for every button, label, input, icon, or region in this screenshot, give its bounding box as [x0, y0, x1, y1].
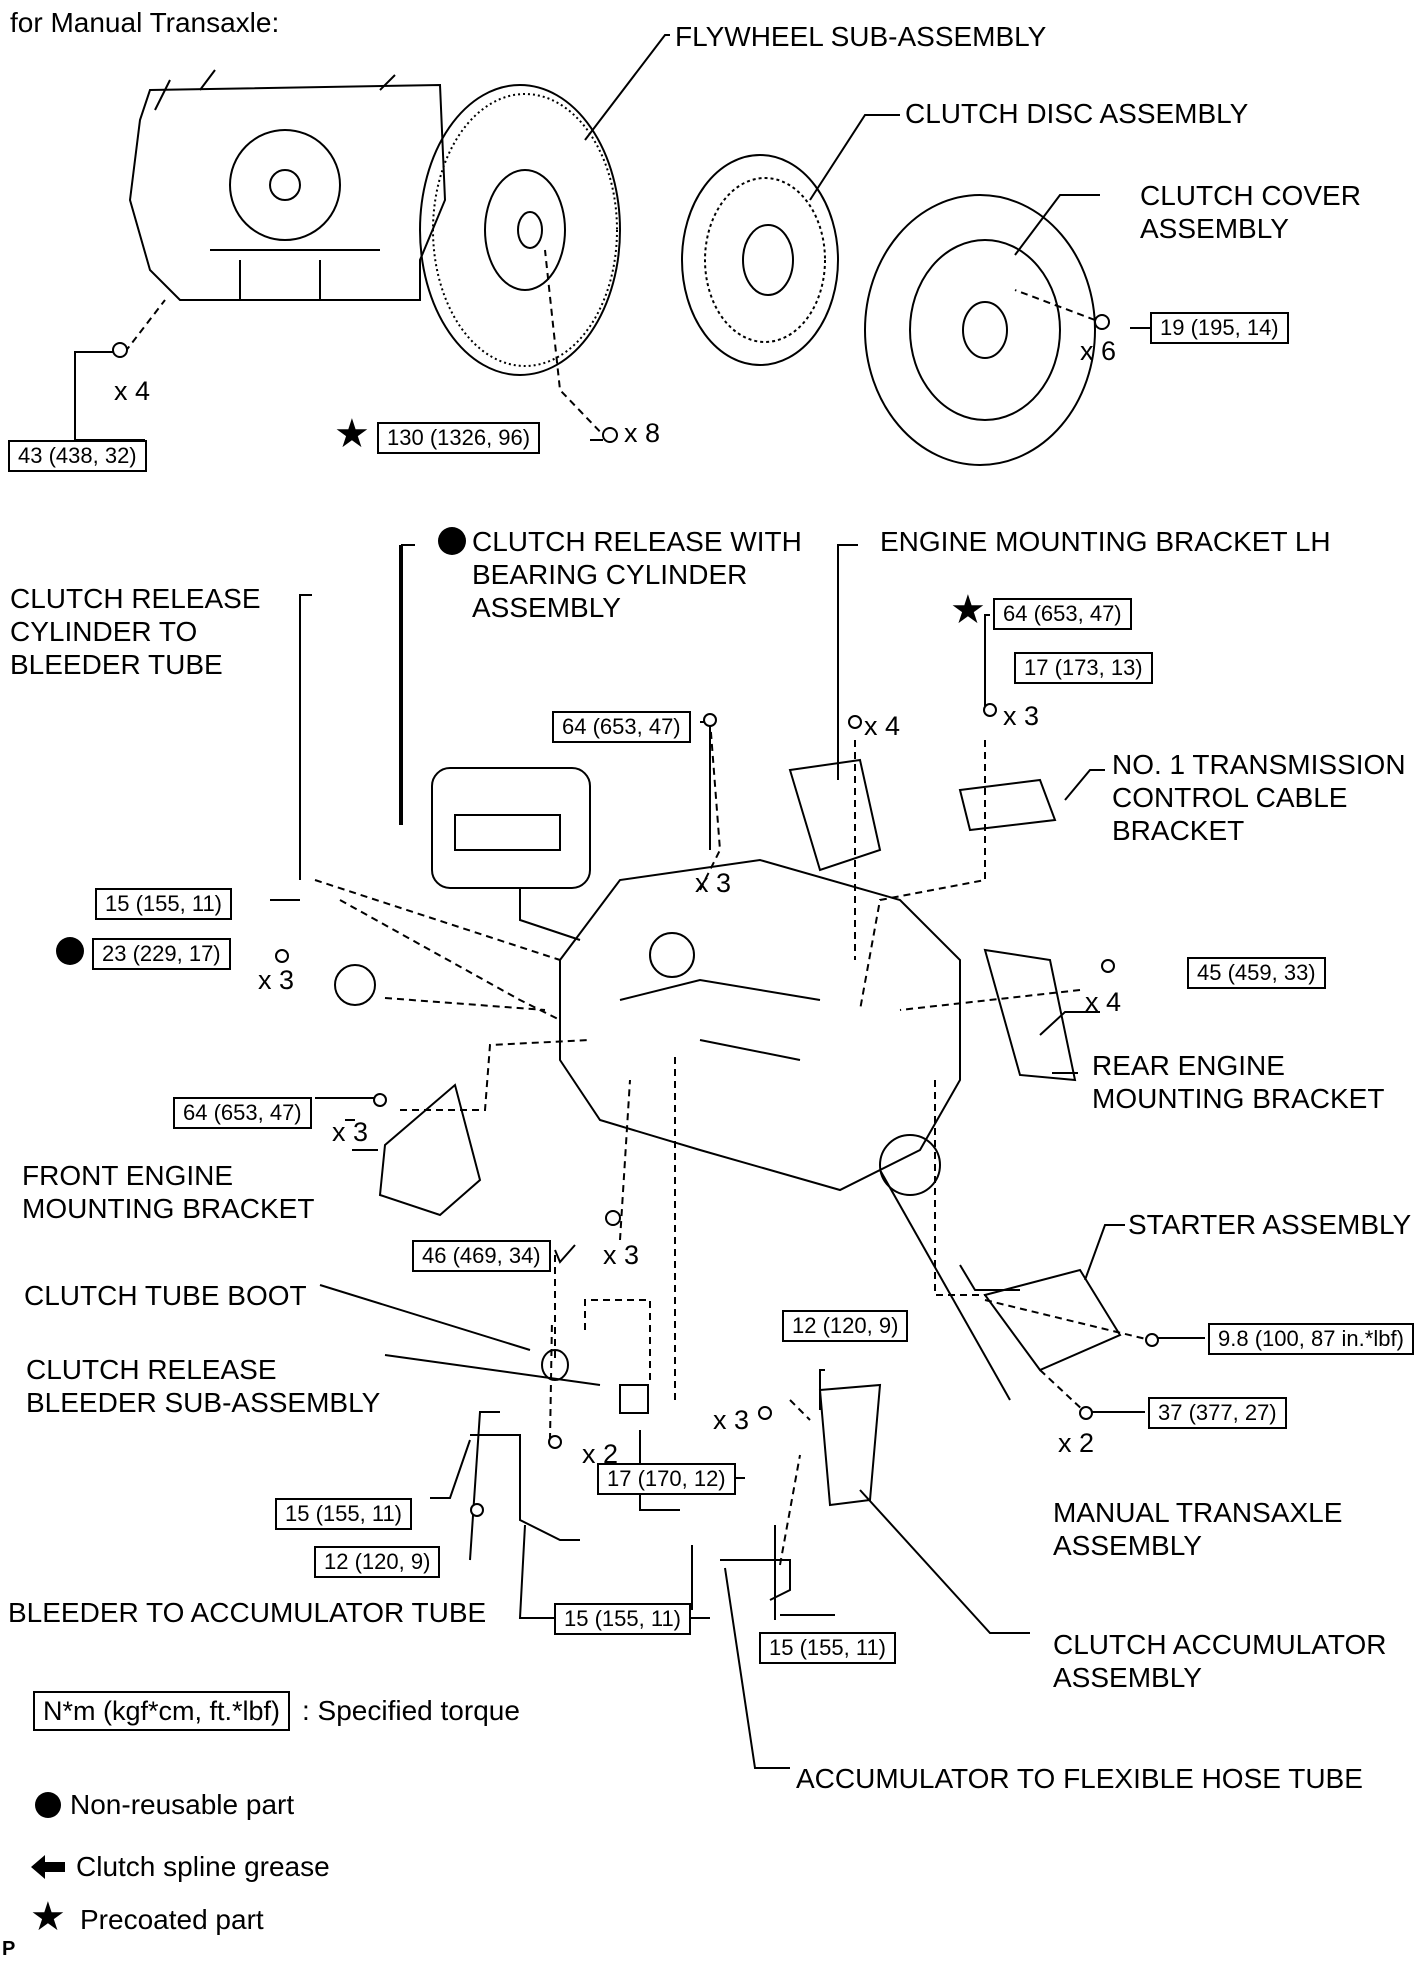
legend-nonreusable-text: Non-reusable part [70, 1789, 295, 1820]
bolt-icon [1079, 1406, 1093, 1420]
qty-x2-bleeder: x 2 [582, 1439, 619, 1469]
bolt-icon [1145, 1333, 1159, 1347]
label-manual-transaxle: MANUAL TRANSAXLE ASSEMBLY [1053, 1497, 1343, 1561]
torque-12-a: 12 (120, 9) [782, 1310, 909, 1342]
qty-x8-flywheel: x 8 [624, 418, 661, 448]
transaxle-drawing [559, 858, 961, 1196]
qty-x6-cover: x 6 [1080, 336, 1117, 366]
legend-precoated-star-icon: ★ [30, 1895, 66, 1939]
footer-code: P [2, 1938, 16, 1960]
label-starter: STARTER ASSEMBLY [1128, 1209, 1412, 1240]
precoated-star-icon: ★ [334, 412, 370, 456]
bolt-icon [983, 703, 997, 717]
page-title: for Manual Transaxle: [10, 7, 280, 38]
qty-x2-starter: x 2 [1058, 1428, 1095, 1458]
torque-15-a: 15 (155, 11) [95, 888, 233, 920]
bolt-icon [758, 1406, 772, 1420]
torque-64-a: 64 (653, 47) [993, 598, 1132, 630]
trans-ctrl-bracket-drawing [958, 778, 1057, 832]
qty-x3-transaxle-top: x 3 [695, 868, 732, 898]
bolt-icon [112, 342, 128, 358]
nonreusable-dot-icon [56, 937, 84, 965]
qty-x4-rear-mount: x 4 [1085, 987, 1122, 1017]
torque-37: 37 (377, 27) [1148, 1397, 1287, 1429]
legend-torque-text: : Specified torque [302, 1695, 520, 1726]
label-clutch-cover: CLUTCH COVER ASSEMBLY [1140, 180, 1361, 244]
bolt-icon [605, 1210, 621, 1226]
torque-17-b: 17 (170, 12) [597, 1463, 736, 1495]
qty-x3-ctrl-bracket: x 3 [1003, 701, 1040, 731]
release-cylinder-drawing [334, 964, 376, 1006]
accumulator-drawing [818, 1383, 882, 1507]
torque-64-c: 64 (653, 47) [173, 1097, 312, 1129]
label-release-bearing-cylinder: CLUTCH RELEASE WITH BEARING CYLINDER ASS… [472, 526, 802, 623]
legend-grease-text: Clutch spline grease [76, 1851, 330, 1882]
legend-nonreusable-dot-icon [35, 1792, 61, 1818]
bolt-icon [703, 713, 717, 727]
clutch-disc-drawing [681, 154, 839, 366]
bolt-icon [548, 1435, 562, 1449]
legend-grease-arrow-icon [31, 1855, 65, 1879]
flywheel-drawing [419, 84, 621, 376]
label-accumulator-flex-hose: ACCUMULATOR TO FLEXIBLE HOSE TUBE [796, 1763, 1363, 1794]
starter-drawing [983, 1268, 1122, 1372]
torque-45: 45 (459, 33) [1187, 957, 1326, 989]
torque-19: 19 (195, 14) [1150, 312, 1289, 344]
label-flywheel: FLYWHEEL SUB-ASSEMBLY [675, 21, 1047, 52]
label-bleeder-accumulator-tube: BLEEDER TO ACCUMULATOR TUBE [8, 1597, 487, 1628]
engine-block-drawing [128, 69, 447, 301]
engine-mount-lh-drawing [788, 758, 882, 872]
torque-12-b: 12 (120, 9) [314, 1546, 441, 1578]
label-front-engine-mount: FRONT ENGINE MOUNTING BRACKET [22, 1160, 315, 1224]
bolt-icon [1101, 959, 1115, 973]
legend-torque-box: N*m (kgf*cm, ft.*lbf) [33, 1691, 291, 1731]
bolt-icon [275, 949, 289, 963]
qty-x3-accumulator: x 3 [713, 1405, 750, 1435]
clutch-cover-drawing [864, 194, 1096, 466]
label-trans-control-bracket: NO. 1 TRANSMISSION CONTROL CABLE BRACKET [1112, 749, 1406, 846]
label-release-bleeder: CLUTCH RELEASE BLEEDER SUB-ASSEMBLY [26, 1354, 381, 1418]
bleeder-drawing [619, 1384, 649, 1414]
torque-15-c: 15 (155, 11) [554, 1603, 692, 1635]
label-release-cylinder-tube: CLUTCH RELEASE CYLINDER TO BLEEDER TUBE [10, 583, 261, 680]
bolt-icon [470, 1503, 484, 1517]
torque-9-8: 9.8 (100, 87 in.*lbf) [1208, 1323, 1414, 1355]
qty-x4-mount-lh: x 4 [864, 711, 901, 741]
torque-17-a: 17 (173, 13) [1014, 652, 1153, 684]
rear-mount-drawing [983, 948, 1077, 1082]
precoated-star-icon: ★ [950, 588, 986, 632]
bolt-icon [373, 1093, 387, 1107]
torque-43: 43 (438, 32) [8, 440, 147, 472]
inset-box [431, 767, 591, 889]
qty-x3-transaxle-bottom: x 3 [603, 1240, 640, 1270]
bolt-icon [602, 427, 618, 443]
boot-drawing [541, 1349, 569, 1381]
torque-15-b: 15 (155, 11) [275, 1498, 413, 1530]
bolt-icon [848, 715, 862, 729]
torque-23: 23 (229, 17) [92, 938, 231, 970]
qty-x3-front-mount: x 3 [332, 1117, 369, 1147]
torque-46: 46 (469, 34) [412, 1240, 551, 1272]
torque-15-d: 15 (155, 11) [759, 1632, 897, 1664]
label-clutch-disc: CLUTCH DISC ASSEMBLY [905, 98, 1249, 129]
torque-64-b: 64 (653, 47) [552, 711, 691, 743]
label-engine-mount-lh: ENGINE MOUNTING BRACKET LH [880, 526, 1331, 557]
legend-precoated-text: Precoated part [80, 1904, 264, 1935]
qty-x4-engine: x 4 [114, 376, 151, 406]
label-clutch-accumulator: CLUTCH ACCUMULATOR ASSEMBLY [1053, 1629, 1387, 1693]
front-mount-drawing [378, 1083, 482, 1217]
qty-x3-release-cyl: x 3 [258, 965, 295, 995]
torque-130: 130 (1326, 96) [377, 422, 541, 454]
bolt-icon [1094, 314, 1110, 330]
nonreusable-dot-icon [438, 527, 466, 555]
label-rear-engine-mount: REAR ENGINE MOUNTING BRACKET [1092, 1050, 1385, 1114]
label-clutch-tube-boot: CLUTCH TUBE BOOT [24, 1280, 307, 1311]
